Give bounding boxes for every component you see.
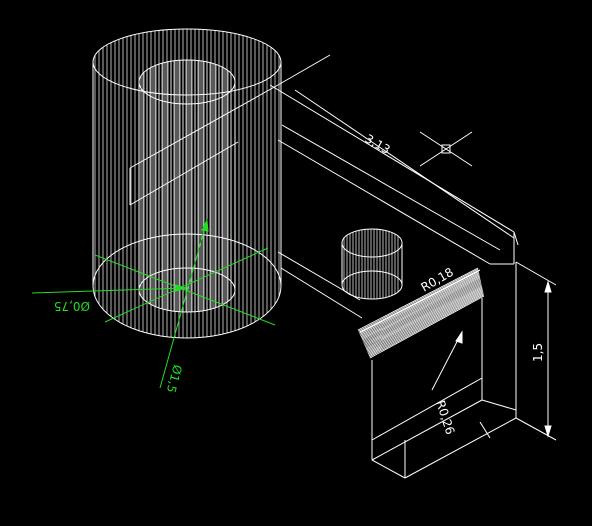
bend-hatch-line [358, 268, 479, 332]
bend-hatch-line [359, 271, 479, 334]
bend-fillet-hatch [357, 267, 485, 359]
small-hole-top-ellipse [341, 228, 403, 258]
plate-inner-diagonal [129, 141, 239, 206]
small-hole-bottom-ellipse [341, 270, 403, 300]
dimension-length-ext-right [513, 231, 519, 246]
bend-hatch-line [367, 290, 483, 353]
leg-bottom-front-edge [371, 399, 483, 461]
bend-hatch-line [366, 288, 483, 352]
fillet-side-tick [479, 421, 491, 439]
crosshair-center-box [441, 144, 451, 154]
bend-hatch-line [360, 273, 480, 336]
axis-line-2 [104, 247, 269, 323]
dimension-length-line [294, 89, 515, 239]
crosshair-icon[interactable] [419, 131, 473, 167]
bend-hatch-line [358, 269, 479, 333]
bend-hatch-line [365, 284, 482, 348]
bend-hatch-line [365, 286, 483, 350]
bend-hatch-line [368, 292, 484, 355]
axis-line-1 [94, 254, 276, 326]
bend-hatch-line [368, 293, 484, 357]
dimension-height-label: 1,5 [531, 343, 545, 362]
bend-hatch-line [362, 278, 481, 342]
bend-hatch-line [360, 274, 480, 338]
bend-hatch-line [361, 276, 481, 340]
bend-hatch-line [364, 282, 482, 345]
bend-hatch-line [367, 291, 484, 354]
dimension-height[interactable] [515, 261, 557, 441]
crosshair-line-b [419, 131, 473, 167]
small-hole[interactable] [341, 228, 403, 300]
bend-hatch-line [357, 267, 479, 331]
bend-hatch-line [361, 275, 480, 339]
dimension-height-ext-top [515, 261, 557, 286]
bend-hatch-line [369, 295, 485, 359]
small-hole-hatch [343, 229, 399, 299]
plate-top-back-edge [269, 84, 515, 233]
dimension-length[interactable] [277, 54, 519, 246]
dimension-height-arrow-bottom [544, 425, 552, 438]
plate-bottom-back-edge [280, 267, 363, 319]
plate-mid-edge [281, 124, 501, 251]
dimension-height-ext-bottom [515, 417, 557, 441]
fillet-side-label: R0,26 [433, 399, 457, 437]
bend-hatch-line [363, 279, 481, 343]
fillet-side-arrow [455, 330, 463, 344]
fillet-side-leader[interactable] [431, 330, 491, 439]
diameter-outer-line [159, 219, 208, 389]
dimension-length-ext-left [277, 54, 331, 86]
plate-top-front-edge [277, 139, 491, 265]
dimension-height-arrow-top [544, 280, 552, 293]
diameter-inner-label: Ø0,75 [54, 299, 90, 313]
diameter-inner-line [31, 287, 187, 294]
leg-bottom-side-edge [481, 399, 517, 411]
bend-hatch-line [365, 285, 483, 349]
diameter-outer-label: Ø1,5 [164, 363, 185, 394]
bracket-body[interactable] [129, 84, 517, 479]
leg-base-bottom-edge [404, 417, 517, 479]
leg-inner-edge [371, 377, 483, 441]
bend-hatch-line [364, 283, 482, 347]
bend-hatch-line [359, 272, 480, 335]
bend-hatch-line [369, 294, 484, 358]
bend-hatch-line [366, 287, 483, 351]
leg-base-front-edge [371, 459, 406, 479]
plate-left-top-edge [129, 84, 279, 169]
bend-hatch-line [362, 277, 481, 341]
diameter-dimensions[interactable] [31, 218, 276, 389]
diameter-outer-arrow [201, 218, 209, 232]
bend-hatch-line [363, 281, 482, 344]
